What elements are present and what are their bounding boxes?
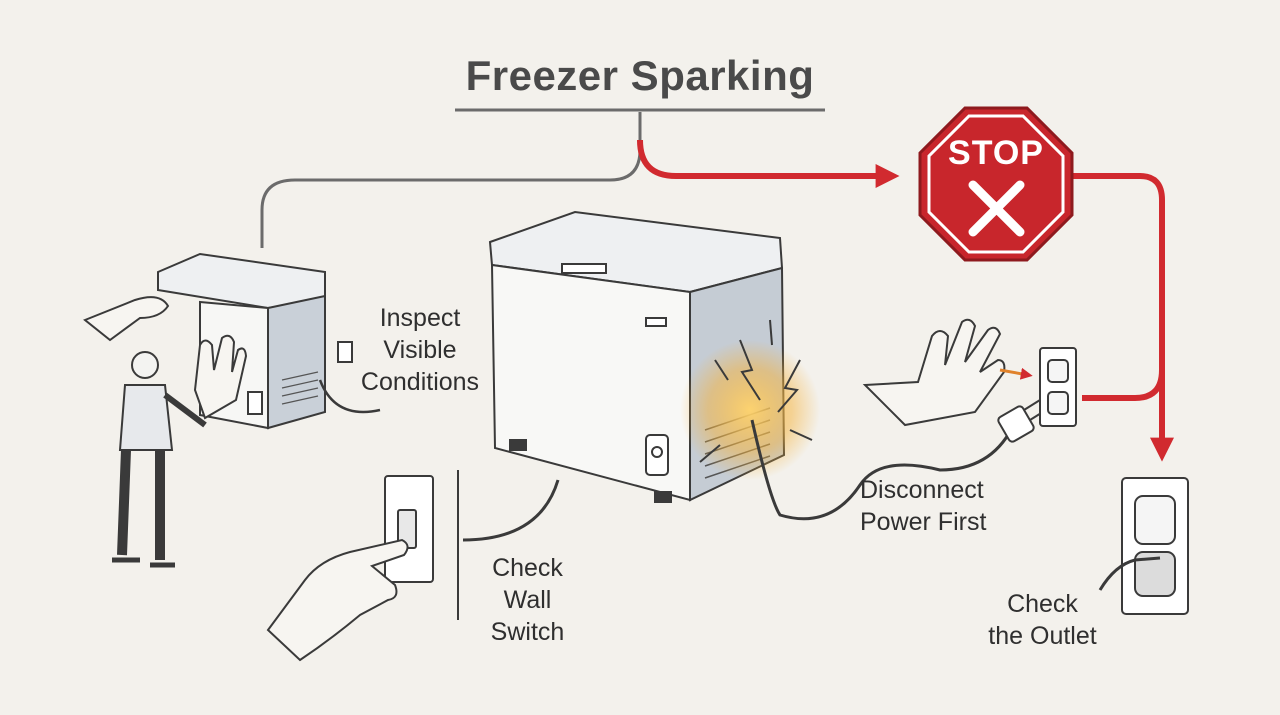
plug-icon — [997, 399, 1047, 443]
label-inspect: Inspect Visible Conditions — [340, 302, 500, 398]
wall-switch-icon — [384, 475, 434, 583]
hand-icon — [266, 538, 409, 662]
label-check-switch: Check Wall Switch — [470, 552, 585, 648]
connector-to-small-freezer — [260, 112, 642, 248]
hand-icon — [862, 318, 1006, 427]
label-disconnect: Disconnect Power First — [860, 474, 1035, 538]
label-check-switch-line2: Wall — [503, 586, 552, 614]
label-disconnect-line1: Disconnect — [860, 476, 984, 504]
label-disconnect-line2: Power First — [860, 508, 987, 536]
page-title: Freezer Sparking — [465, 52, 815, 99]
outlet-icon — [1098, 477, 1189, 615]
label-check-outlet-line1: Check — [1007, 590, 1078, 618]
large-freezer-icon — [488, 210, 786, 503]
stop-sign-icon — [918, 106, 1074, 262]
spark-icon — [680, 319, 820, 480]
wall-outlet-icon — [1039, 347, 1077, 427]
red-line-wall-outlet — [1082, 369, 1165, 401]
orange-arrow-hand — [999, 367, 1033, 380]
x-mark-icon — [968, 180, 1025, 237]
connector-switch-to-freezer — [462, 479, 560, 542]
label-inspect-line2: Visible — [383, 336, 457, 364]
label-inspect-line3: Conditions — [360, 368, 480, 396]
label-check-outlet: Check the Outlet — [965, 588, 1120, 652]
label-check-switch-line1: Check — [492, 554, 563, 582]
stop-sign-text: STOP — [948, 134, 1044, 172]
red-arrow-to-outlet — [1068, 173, 1174, 462]
label-check-switch-line3: Switch — [490, 618, 565, 646]
person-icon — [112, 351, 207, 568]
power-cord — [750, 419, 1014, 521]
label-inspect-line1: Inspect — [379, 304, 461, 332]
hand-icon — [83, 296, 248, 420]
label-check-outlet-line2: the Outlet — [988, 622, 1097, 650]
red-arrow-to-stop — [637, 139, 900, 188]
